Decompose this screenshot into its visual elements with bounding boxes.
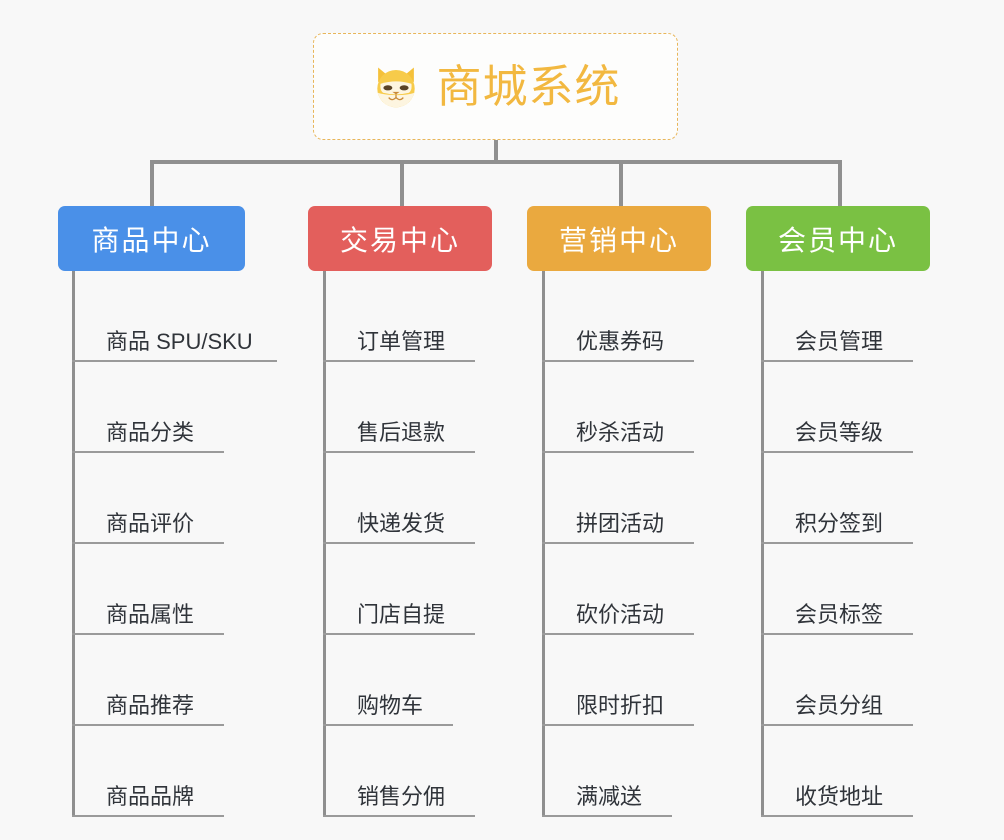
leaf-item-label: 会员分组 <box>795 693 884 718</box>
leaf-item-underline <box>72 724 224 726</box>
leaf-item[interactable]: 会员分组 <box>761 635 913 726</box>
root-node-shop-system[interactable]: 商城系统 <box>313 33 678 140</box>
leaf-item[interactable]: 商品 SPU/SKU <box>72 271 277 362</box>
leaf-item-label: 销售分佣 <box>357 784 446 809</box>
leaf-item-underline <box>323 724 453 726</box>
leaf-column-marketing-center: 优惠券码秒杀活动拼团活动砍价活动限时折扣满减送 <box>542 271 694 817</box>
category-box-product-center[interactable]: 商品中心 <box>58 206 245 271</box>
shiba-dog-emoji-icon <box>377 67 416 107</box>
leaf-item[interactable]: 满减送 <box>542 726 674 817</box>
connector-spine-product-center <box>72 271 75 817</box>
leaf-item[interactable]: 销售分佣 <box>323 726 475 817</box>
connector-drop-marketing-center <box>619 160 623 206</box>
leaf-item-underline <box>542 815 672 817</box>
leaf-item-underline <box>72 451 224 453</box>
leaf-item[interactable]: 秒杀活动 <box>542 362 694 453</box>
leaf-item-label: 商品推荐 <box>106 693 195 718</box>
leaf-item-label: 售后退款 <box>357 420 446 445</box>
leaf-column-member-center: 会员管理会员等级积分签到会员标签会员分组收货地址 <box>761 271 913 817</box>
leaf-item-label: 秒杀活动 <box>576 420 665 445</box>
leaf-item-label: 拼团活动 <box>576 511 665 536</box>
connector-horizontal-bus <box>150 160 840 164</box>
leaf-item-underline <box>323 451 475 453</box>
leaf-item-underline <box>761 724 913 726</box>
leaf-item-underline <box>72 815 224 817</box>
category-box-member-center[interactable]: 会员中心 <box>746 206 930 271</box>
leaf-item[interactable]: 优惠券码 <box>542 271 694 362</box>
leaf-item-underline <box>761 451 913 453</box>
category-label: 交易中心 <box>339 224 460 256</box>
leaf-item-underline <box>72 633 224 635</box>
connector-spine-marketing-center <box>542 271 545 817</box>
leaf-item-underline <box>542 724 694 726</box>
leaf-item[interactable]: 商品属性 <box>72 544 263 635</box>
leaf-item-label: 会员管理 <box>795 329 884 354</box>
leaf-item-underline <box>542 633 694 635</box>
leaf-item-underline <box>323 815 475 817</box>
category-label: 商品中心 <box>91 224 212 256</box>
leaf-item-underline <box>323 360 475 362</box>
leaf-item-label: 商品属性 <box>106 602 195 627</box>
connector-drop-trade-center <box>400 160 404 206</box>
leaf-item-label: 满减送 <box>576 784 643 809</box>
leaf-item-label: 商品品牌 <box>106 784 195 809</box>
leaf-item[interactable]: 限时折扣 <box>542 635 694 726</box>
leaf-item-label: 优惠券码 <box>576 329 665 354</box>
leaf-item-underline <box>542 542 694 544</box>
leaf-item-underline <box>761 815 913 817</box>
connector-spine-trade-center <box>323 271 326 817</box>
leaf-item-label: 会员等级 <box>795 420 884 445</box>
category-box-trade-center[interactable]: 交易中心 <box>308 206 492 271</box>
leaf-item-underline <box>323 542 475 544</box>
connector-root-stem <box>494 140 498 164</box>
leaf-item-underline <box>761 633 913 635</box>
leaf-item-underline <box>761 542 913 544</box>
category-label: 营销中心 <box>558 224 679 256</box>
leaf-item[interactable]: 商品品牌 <box>72 726 263 817</box>
leaf-item-label: 商品评价 <box>106 511 195 536</box>
leaf-item[interactable]: 收货地址 <box>761 726 913 817</box>
leaf-item[interactable]: 门店自提 <box>323 544 475 635</box>
leaf-item-underline <box>72 542 224 544</box>
category-box-marketing-center[interactable]: 营销中心 <box>527 206 711 271</box>
leaf-item-label: 购物车 <box>357 693 424 718</box>
leaf-item-label: 砍价活动 <box>576 602 665 627</box>
leaf-item[interactable]: 快递发货 <box>323 453 475 544</box>
leaf-item-label: 积分签到 <box>795 511 884 536</box>
leaf-item[interactable]: 会员标签 <box>761 544 913 635</box>
leaf-item[interactable]: 拼团活动 <box>542 453 694 544</box>
leaf-item-label: 限时折扣 <box>576 693 665 718</box>
leaf-item-label: 收货地址 <box>795 784 884 809</box>
connector-drop-member-center <box>838 160 842 206</box>
leaf-item[interactable]: 商品评价 <box>72 453 263 544</box>
leaf-item[interactable]: 积分签到 <box>761 453 913 544</box>
leaf-item-label: 会员标签 <box>795 602 884 627</box>
category-label: 会员中心 <box>777 224 898 256</box>
leaf-item[interactable]: 商品推荐 <box>72 635 263 726</box>
leaf-item-label: 商品 SPU/SKU <box>106 329 253 354</box>
leaf-item-underline <box>72 360 277 362</box>
leaf-item[interactable]: 购物车 <box>323 635 455 726</box>
root-node-title: 商城系统 <box>436 61 621 112</box>
leaf-column-trade-center: 订单管理售后退款快递发货门店自提购物车销售分佣 <box>323 271 475 817</box>
leaf-item[interactable]: 会员管理 <box>761 271 913 362</box>
leaf-item-underline <box>323 633 475 635</box>
leaf-column-product-center: 商品 SPU/SKU 商品分类商品评价商品属性商品推荐商品品牌 <box>72 271 277 817</box>
connector-spine-member-center <box>761 271 764 817</box>
leaf-item[interactable]: 售后退款 <box>323 362 475 453</box>
leaf-item[interactable]: 会员等级 <box>761 362 913 453</box>
leaf-item-label: 快递发货 <box>357 511 446 536</box>
leaf-item-label: 订单管理 <box>357 329 446 354</box>
leaf-item-underline <box>542 360 694 362</box>
connector-drop-product-center <box>150 160 154 206</box>
leaf-item-label: 门店自提 <box>357 602 446 627</box>
leaf-item-label: 商品分类 <box>106 420 195 445</box>
leaf-item[interactable]: 商品分类 <box>72 362 263 453</box>
leaf-item[interactable]: 砍价活动 <box>542 544 694 635</box>
leaf-item[interactable]: 订单管理 <box>323 271 475 362</box>
leaf-item-underline <box>761 360 913 362</box>
leaf-item-underline <box>542 451 694 453</box>
